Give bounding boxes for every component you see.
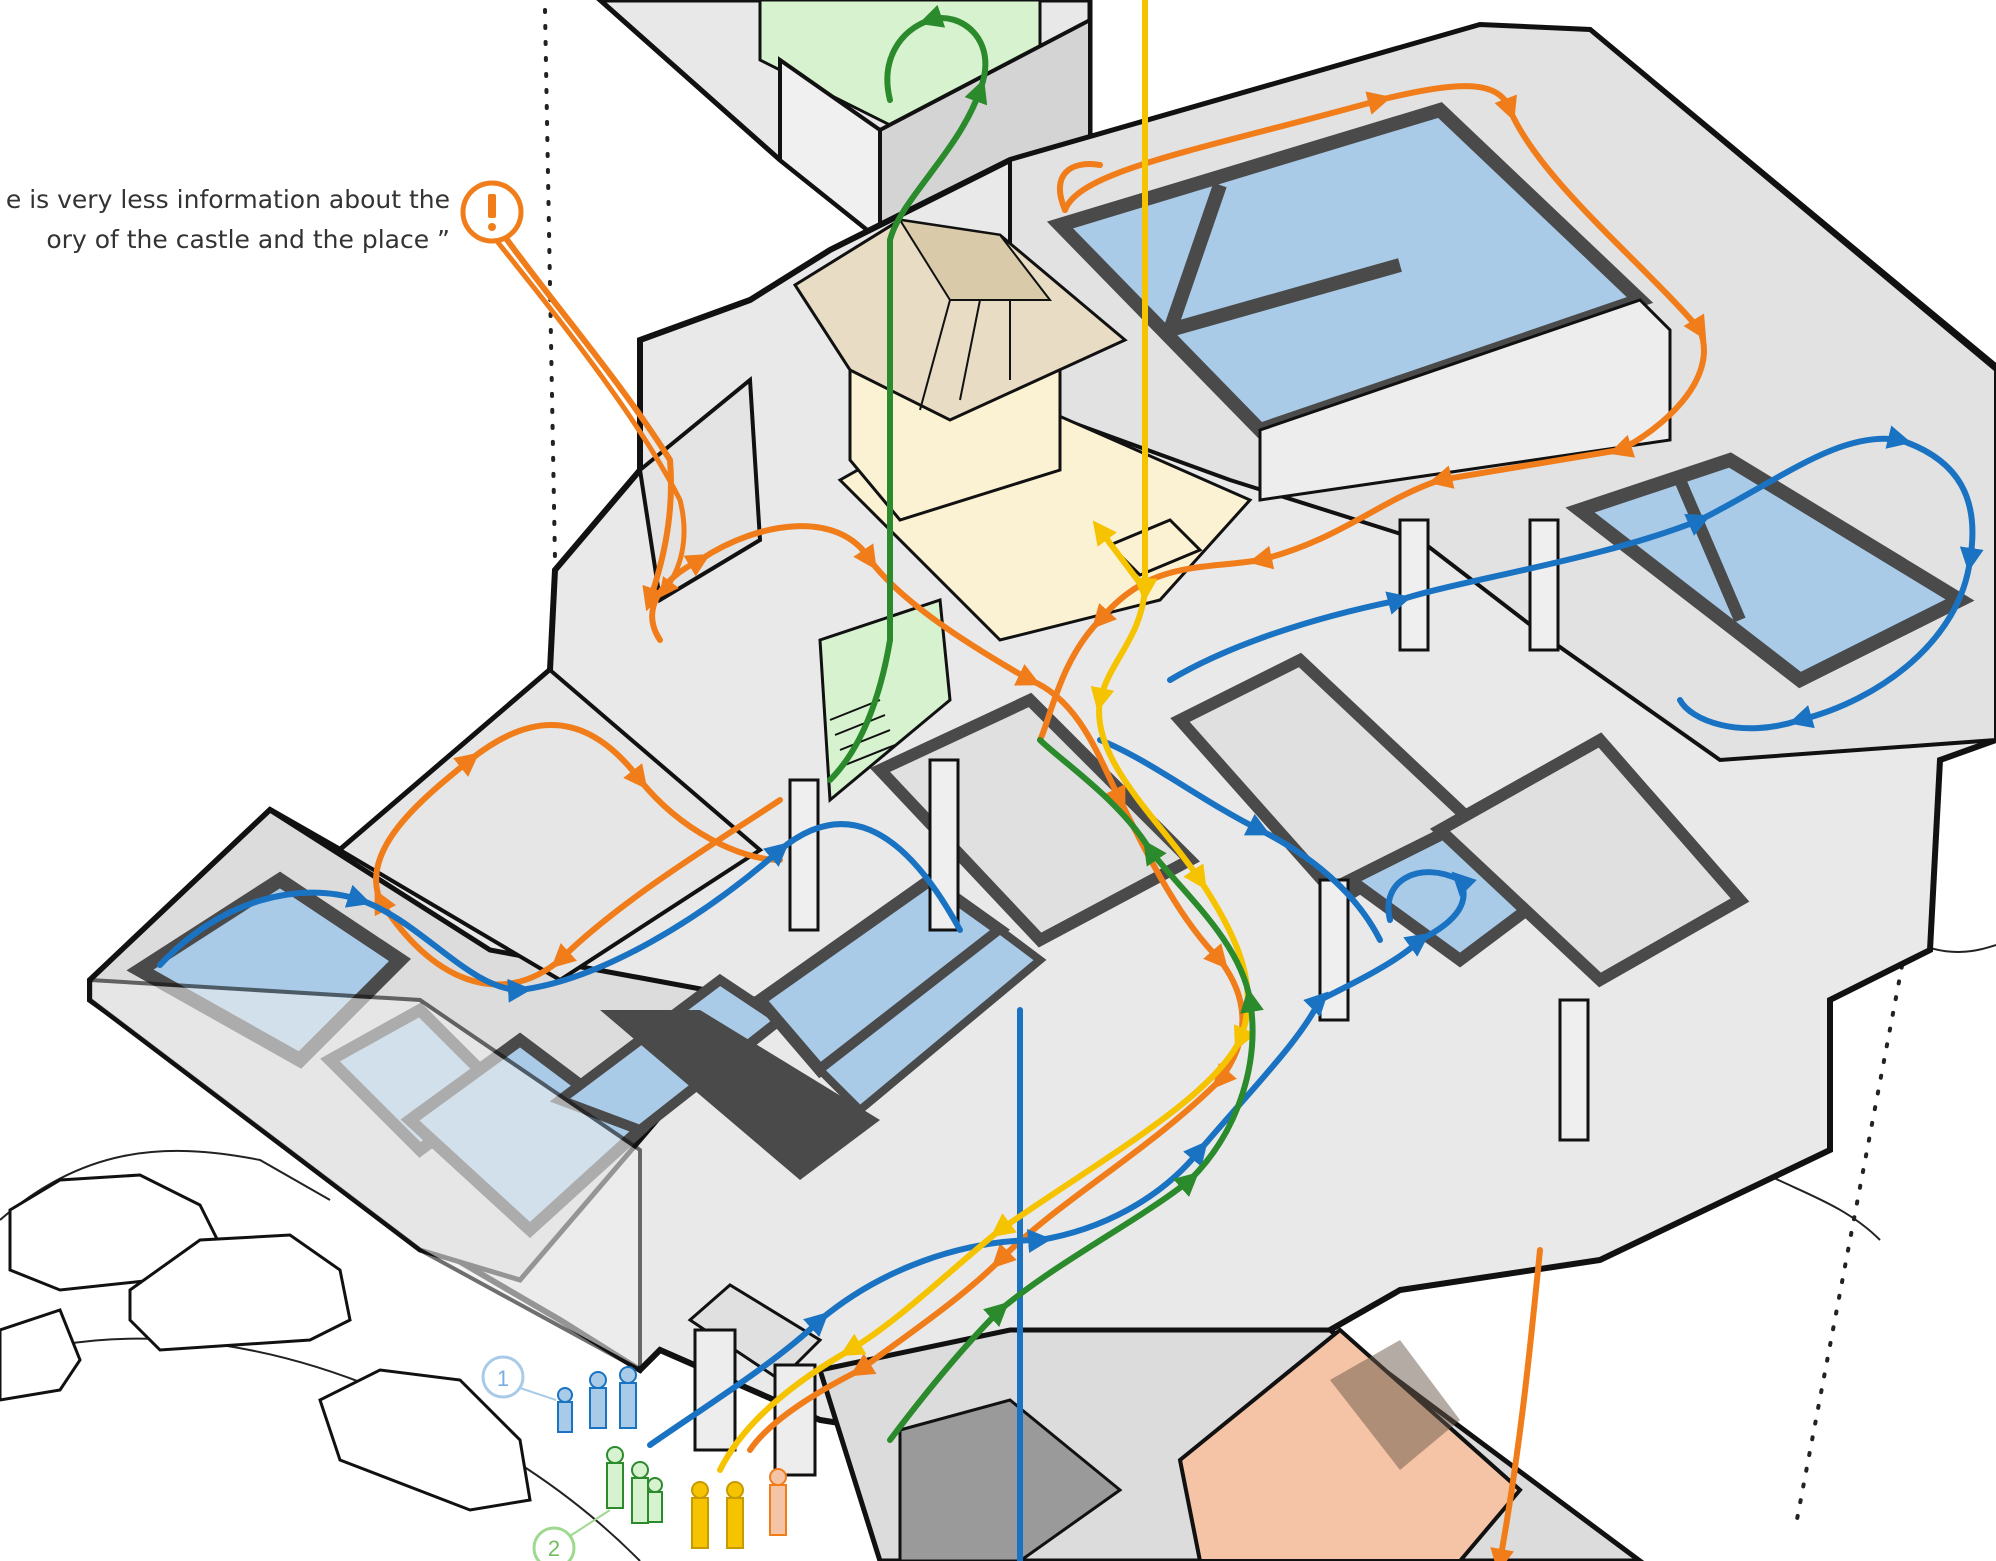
marker-2-label: 2 bbox=[548, 1536, 560, 1561]
visitors-blue bbox=[557, 1366, 637, 1433]
marker-2: 2 bbox=[532, 1509, 611, 1561]
dotted-guide-lines bbox=[543, 8, 1907, 1532]
marker-1: 1 bbox=[481, 1355, 557, 1401]
visitor-orange bbox=[769, 1468, 787, 1536]
callout-text: e is very less information about the ory… bbox=[0, 180, 460, 270]
marker-1-label: 1 bbox=[497, 1366, 509, 1391]
exclamation-icon bbox=[460, 180, 524, 244]
visitors-yellow bbox=[691, 1481, 744, 1549]
parked-cars bbox=[0, 1173, 532, 1512]
callout-leader-line bbox=[490, 233, 687, 599]
callout-line-2: ory of the castle and the place ” bbox=[46, 225, 450, 254]
route-green bbox=[827, 4, 1264, 1443]
callout-line-1: e is very less information about the bbox=[5, 185, 450, 214]
visitors-green bbox=[606, 1446, 663, 1524]
